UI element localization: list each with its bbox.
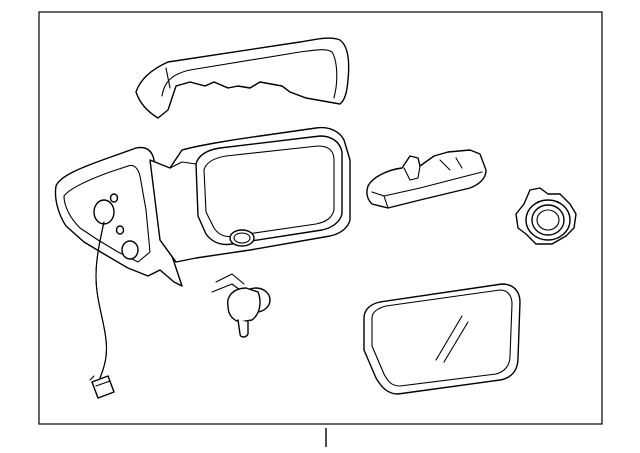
bulb-socket bbox=[515, 187, 577, 245]
puddle-lamp-socket bbox=[211, 273, 271, 338]
mirror-glass bbox=[363, 283, 521, 395]
turn-signal-lamp bbox=[366, 149, 487, 209]
mirror-housing-assembly bbox=[54, 126, 351, 287]
wiring-harness bbox=[89, 221, 115, 399]
mirror-cover-cap bbox=[135, 37, 350, 119]
